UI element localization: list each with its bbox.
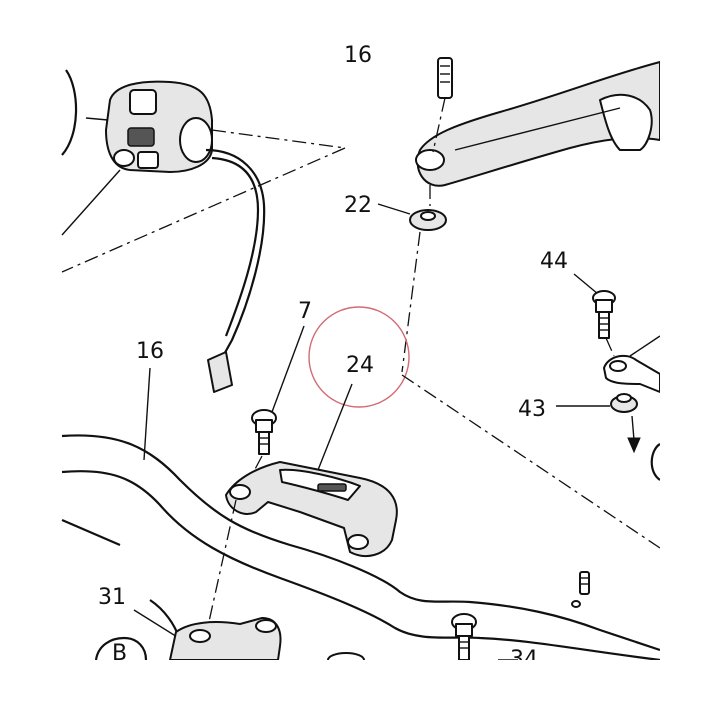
callout-16: 16 (136, 339, 164, 364)
lever-pivot-bolt (432, 57, 453, 153)
leader-7 (271, 325, 305, 413)
callout-7: 7 (298, 299, 312, 324)
right-margin (660, 0, 720, 720)
mirror-bracket (603, 335, 661, 393)
switch-cable (205, 148, 266, 393)
washer-22 (401, 185, 447, 373)
callout-top-partial: 16 (344, 43, 372, 68)
centerline-diagonal (401, 374, 661, 549)
reference-circle-a (650, 443, 661, 481)
callout-44: 44 (540, 249, 568, 274)
callout-24: 24 (346, 353, 374, 378)
bottom-bolt (451, 613, 477, 661)
nut-43 (610, 393, 641, 454)
riser-clamp (205, 461, 398, 636)
highlight-circle (308, 306, 410, 408)
leader-31 (133, 609, 183, 641)
set-screw (571, 571, 590, 608)
lower-clamp (169, 617, 282, 661)
callout-31: 31 (98, 585, 126, 610)
callout-43: 43 (518, 397, 546, 422)
callout-b: B (112, 641, 127, 666)
reference-circle-b: B (94, 636, 148, 666)
clutch-lever (415, 61, 661, 187)
callout-22: 22 (344, 193, 372, 218)
leader-16 (143, 367, 151, 461)
centerline-b (61, 147, 346, 273)
frame-outline (61, 434, 661, 662)
bottom-margin (0, 660, 720, 720)
leader-22 (377, 203, 411, 215)
leader-24 (317, 383, 353, 471)
bolt-44 (592, 290, 616, 357)
centerline-a (211, 129, 346, 149)
switch-housing (61, 69, 213, 236)
leader-44 (573, 273, 599, 295)
